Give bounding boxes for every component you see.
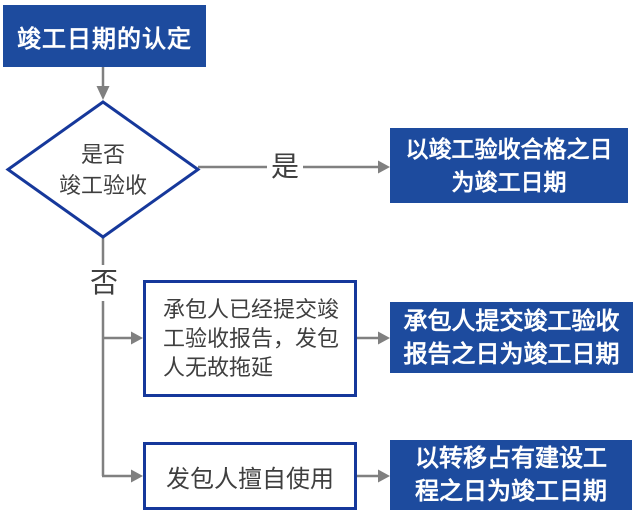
arrow-condition-bottom-to-result	[357, 469, 390, 483]
condition-mid-line3: 人无故拖延	[163, 355, 274, 380]
condition-box-employer-use: 发包人擅自使用	[143, 442, 357, 510]
decision-diamond	[5, 100, 201, 239]
title-box: 竣工日期的认定	[3, 5, 206, 67]
condition-mid-line1: 承包人已经提交竣	[163, 297, 340, 322]
arrow-no-to-condition-mid	[103, 331, 143, 345]
result-mid-line2: 报告之日为竣工日期	[403, 340, 620, 368]
condition-box-contractor-submitted: 承包人已经提交竣 工验收报告，发包 人无故拖延	[143, 280, 357, 397]
result-top-line2: 为竣工日期	[451, 168, 567, 195]
condition-bottom-line1: 发包人擅自使用	[166, 465, 334, 493]
arrow-no-to-condition-bottom	[102, 469, 143, 483]
decision-text: 是否 竣工验收	[8, 102, 198, 237]
result-bottom-line2: 程之日为竣工日期	[415, 478, 607, 505]
yes-label-text: 是	[271, 151, 300, 182]
result-box-transfer-date: 以转移占有建设工 程之日为竣工日期	[390, 440, 632, 510]
title-label: 竣工日期的认定	[17, 25, 192, 53]
condition-mid-line2: 工验收报告，发包	[163, 326, 340, 351]
arrow-title-to-decision	[96, 67, 110, 100]
result-bottom-line1: 以转移占有建设工	[415, 445, 607, 472]
no-label: 否	[86, 265, 123, 301]
result-top-line1: 以竣工验收合格之日	[405, 135, 613, 162]
result-box-report-date: 承包人提交竣工验收 报告之日为竣工日期	[390, 302, 633, 373]
no-label-text: 否	[90, 267, 119, 298]
result-box-acceptance-date: 以竣工验收合格之日 为竣工日期	[390, 128, 628, 203]
yes-label: 是	[267, 149, 304, 185]
arrow-condition-mid-to-result	[357, 331, 390, 345]
decision-line1: 是否	[80, 141, 125, 167]
result-mid-line1: 承包人提交竣工验收	[403, 307, 620, 335]
decision-line2: 竣工验收	[58, 172, 147, 198]
